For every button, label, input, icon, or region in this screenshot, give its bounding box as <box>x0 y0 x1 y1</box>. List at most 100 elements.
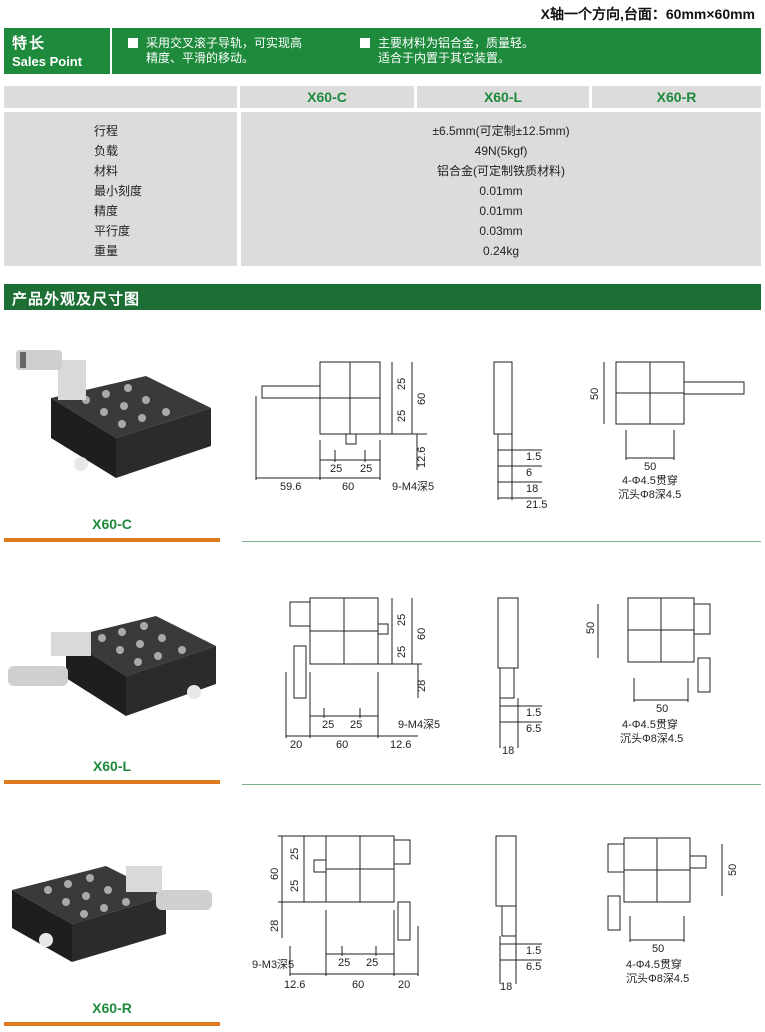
dim-label: 6.5 <box>526 961 541 973</box>
dim-label: 4-Φ4.5贯穿 <box>626 957 682 971</box>
dim-label: 25 <box>350 719 362 731</box>
sales-point-text: 采用交叉滚子导轨，可实现高 <box>146 36 303 50</box>
dim-label: 60 <box>336 739 348 751</box>
dim-label: 沉头Φ8深4.5 <box>626 972 689 985</box>
spec-label: 负载 <box>94 144 119 158</box>
dim-label: 1.5 <box>526 451 541 463</box>
product-model-label: X60-C <box>92 516 132 532</box>
dim-label: 12.6 <box>390 739 411 751</box>
model-underline <box>4 1022 220 1026</box>
dim-label: 12.6 <box>284 979 305 991</box>
dim-label: 60 <box>352 979 364 991</box>
spec-value: 0.01mm <box>479 204 523 218</box>
section-divider <box>242 541 761 542</box>
dim-label: 25 <box>338 957 350 969</box>
dim-label: 沉头Φ8深4.5 <box>618 488 681 501</box>
product-photo <box>16 350 211 478</box>
sales-point-items: 采用交叉滚子导轨，可实现高 精度、平滑的移动。 主要材料为铝合金，质量轻。 适合… <box>112 28 592 74</box>
dim-label: 25 <box>289 880 301 892</box>
product-photo <box>12 866 212 962</box>
dim-label: 25 <box>366 957 378 969</box>
spec-value: 0.24kg <box>482 244 520 258</box>
product-x60-c: X60-C <box>0 330 765 545</box>
spec-label: 精度 <box>94 204 119 218</box>
spec-values: ±6.5mm(可定制±12.5mm) 49N(5kgf) 铝合金(可定制铁质材料… <box>241 112 761 266</box>
spec-labels: 行程 负载 材料 最小刻度 精度 平行度 重量 <box>4 112 237 266</box>
sales-point-text: 主要材料为铝合金，质量轻。 <box>378 36 535 50</box>
product-x60-l: X60-L <box>0 570 765 790</box>
product-x60-r: X60-R <box>0 812 765 1032</box>
dim-label: 50 <box>589 388 601 400</box>
product-model-label: X60-R <box>92 1000 132 1016</box>
spec-value: 0.03mm <box>479 224 523 238</box>
spec-column-header: X60-L <box>417 86 589 108</box>
sales-point-item: 采用交叉滚子导轨，可实现高 精度、平滑的移动。 <box>128 36 360 74</box>
dim-label: 12.6 <box>416 447 428 468</box>
spec-label: 平行度 <box>94 224 131 238</box>
sales-point-text: 精度、平滑的移动。 <box>146 51 255 65</box>
spec-table-body: 行程 负载 材料 最小刻度 精度 平行度 重量 ±6.5mm(可定制±12.5m… <box>4 112 761 266</box>
dim-label: 6.5 <box>526 723 541 735</box>
dim-label: 25 <box>289 848 301 860</box>
dim-label: 9-M4深5 <box>398 718 440 731</box>
dim-label: 1.5 <box>526 707 541 719</box>
dim-label: 9-M4深5 <box>392 480 434 493</box>
dim-label: 50 <box>656 703 668 715</box>
dim-label: 60 <box>269 868 281 880</box>
dim-label: 6 <box>526 467 532 479</box>
product-model-label: X60-L <box>92 758 132 774</box>
dim-label: 50 <box>585 622 597 634</box>
page-title: X轴一个方向,台面：60mm×60mm <box>540 6 755 22</box>
dim-label: 50 <box>727 864 739 876</box>
section-divider <box>242 784 761 785</box>
model-underline <box>4 538 220 542</box>
dim-label: 60 <box>416 628 428 640</box>
dim-label: 18 <box>502 745 514 757</box>
dim-label: 25 <box>330 463 342 475</box>
sales-point-text: 适合于内置于其它装置。 <box>378 51 511 65</box>
spec-table-header: X60-C X60-L X60-R <box>4 86 761 108</box>
product-photo <box>8 616 216 716</box>
spec-value: 0.01mm <box>479 184 523 198</box>
spec-label: 最小刻度 <box>94 184 143 198</box>
sales-point-label-en: Sales Point <box>12 54 83 69</box>
spec-column-header: X60-R <box>592 86 761 108</box>
sales-point-bar: 特长 Sales Point 采用交叉滚子导轨，可实现高 精度、平滑的移动。 主… <box>4 28 761 74</box>
section-title: 产品外观及尺寸图 <box>4 284 761 310</box>
dim-label: 59.6 <box>280 481 301 493</box>
dimension-drawing: 60 25 25 28 9-M3深5 25 25 12.6 60 20 1.5 … <box>252 835 739 993</box>
dim-label: 21.5 <box>526 499 547 511</box>
spec-column-header: X60-C <box>240 86 414 108</box>
dim-label: 1.5 <box>526 945 541 957</box>
dimension-drawing: 20 60 12.6 25 25 9-M4深5 25 25 60 28 1.5 … <box>285 597 711 757</box>
dim-label: 25 <box>396 378 408 390</box>
sales-point-label-cn: 特长 <box>12 35 47 52</box>
dim-label: 60 <box>342 481 354 493</box>
dim-label: 沉头Φ8深4.5 <box>620 732 683 745</box>
dim-label: 25 <box>396 410 408 422</box>
spec-value: 49N(5kgf) <box>474 144 528 158</box>
dim-label: 20 <box>290 739 302 751</box>
dim-label: 20 <box>398 979 410 991</box>
dim-label: 25 <box>396 646 408 658</box>
dim-label: 25 <box>396 614 408 626</box>
spec-value: 铝合金(可定制铁质材料) <box>437 164 565 178</box>
model-underline <box>4 780 220 784</box>
sales-point-item: 主要材料为铝合金，质量轻。 适合于内置于其它装置。 <box>360 36 592 74</box>
spec-value: ±6.5mm(可定制±12.5mm) <box>432 124 570 138</box>
sales-point-label: 特长 Sales Point <box>4 28 112 74</box>
dim-label: 9-M3深5 <box>252 958 294 971</box>
dim-label: 28 <box>416 680 428 692</box>
spec-label: 材料 <box>94 164 119 178</box>
dim-label: 18 <box>500 981 512 993</box>
dim-label: 50 <box>644 461 656 473</box>
dim-label: 50 <box>652 943 664 955</box>
spec-label: 重量 <box>94 244 119 258</box>
spec-header-blank <box>4 86 237 108</box>
dimension-drawing: 59.6 60 25 25 9-M4深5 25 25 60 12.6 1.5 6… <box>255 361 745 511</box>
dim-label: 25 <box>360 463 372 475</box>
spec-label: 行程 <box>94 124 119 138</box>
dim-label: 4-Φ4.5贯穿 <box>622 473 678 487</box>
dim-label: 18 <box>526 483 538 495</box>
dim-label: 4-Φ4.5贯穿 <box>622 717 678 731</box>
